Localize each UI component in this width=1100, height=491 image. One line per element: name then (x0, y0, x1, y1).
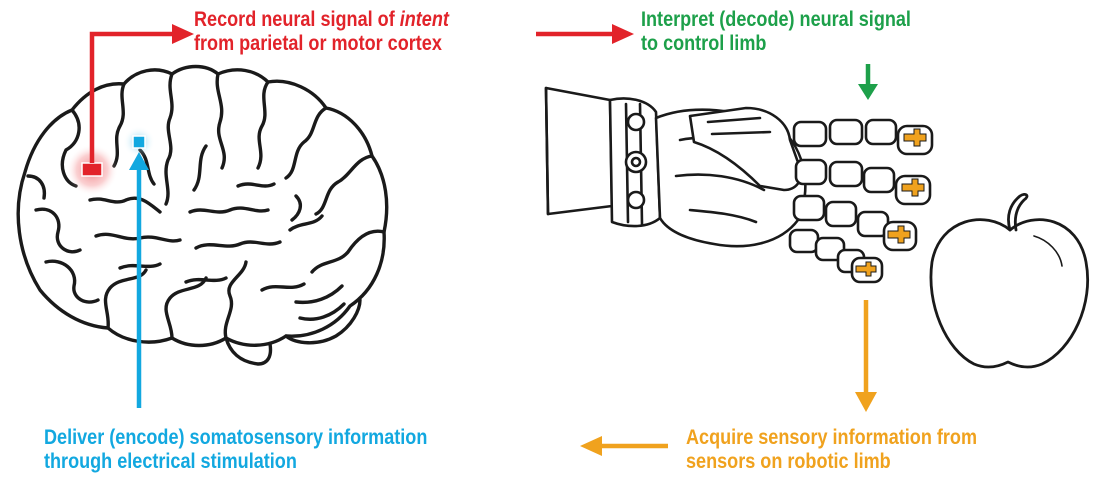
acquire-arrow-head-icon (855, 392, 877, 412)
record-label-emphasis: intent (399, 8, 449, 31)
acquire-label: Acquire sensory information from sensors… (686, 426, 977, 474)
robotic-arm-illustration (544, 86, 934, 284)
fingertip-sensor-icons (855, 128, 927, 277)
acquire-label-line2: sensors on robotic limb (686, 450, 891, 473)
record-to-interpret-arrow-head-icon (612, 24, 634, 44)
deliver-label-line1: Deliver (encode) somatosensory informati… (44, 426, 428, 449)
deliver-label-line2: through electrical stimulation (44, 450, 297, 473)
apple-illustration (929, 192, 1090, 369)
record-arrow-head-icon (172, 24, 194, 44)
brain-illustration (16, 64, 389, 366)
interpret-label-line1: Interpret (decode) neural signal (641, 8, 911, 31)
interpret-label: Interpret (decode) neural signal to cont… (641, 8, 911, 56)
acquire-label-line1: Acquire sensory information from (686, 426, 978, 449)
record-label-prefix: Record neural signal of (194, 8, 400, 31)
record-label-line1: Record neural signal of intent (194, 8, 449, 32)
interpret-arrow-head-icon (858, 84, 878, 100)
record-label: Record neural signal of intent from pari… (194, 8, 449, 56)
record-label-line2: from parietal or motor cortex (194, 32, 442, 55)
deliver-label: Deliver (encode) somatosensory informati… (44, 426, 427, 474)
deliver-arrow-head-icon (129, 152, 149, 170)
record-arrow (89, 31, 184, 163)
interpret-label-line2: to control limb (641, 32, 767, 55)
recording-electrode-icon (81, 162, 103, 177)
stimulating-electrode-icon (132, 135, 146, 149)
acquire-to-deliver-arrow-head-icon (580, 436, 602, 456)
